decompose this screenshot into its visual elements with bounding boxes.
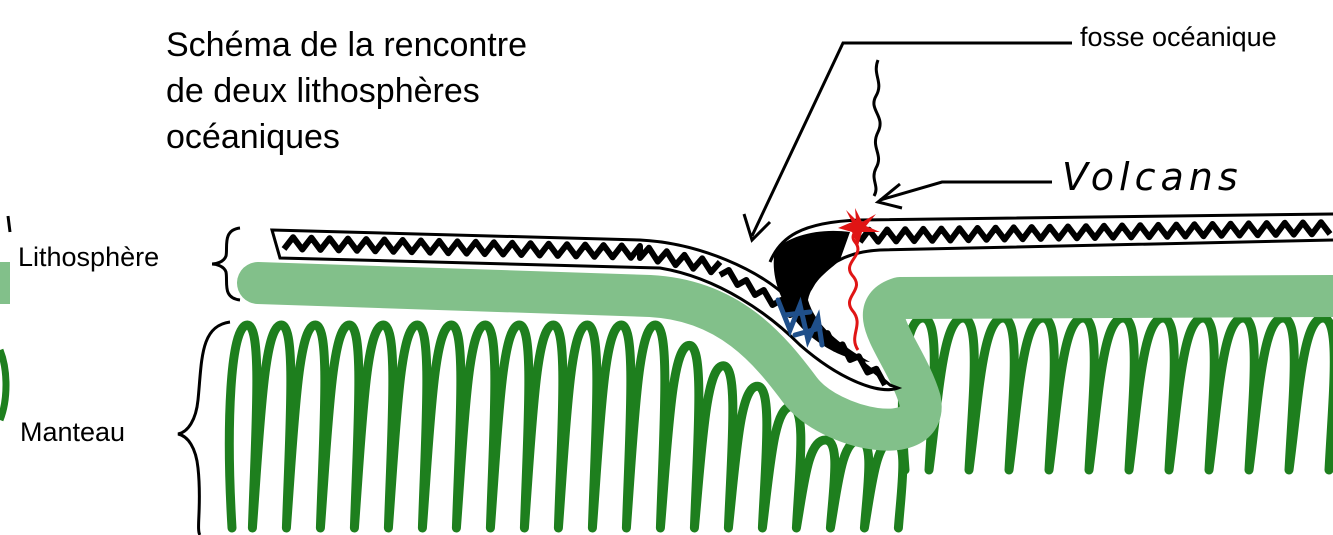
hydrated-zone [775,296,825,348]
volcano-pointer-arrowhead [874,182,903,210]
trench-wedge [773,230,870,362]
title-line-2: de deux lithosphères [166,72,480,110]
volcano-pointer-line [879,180,1052,202]
title-line-1: Schéma de la rencontre [166,26,527,64]
title-line-3: océaniques [166,118,340,156]
left-plate-outline [269,228,903,392]
label-fosse-oceanique: fosse océanique [1080,22,1277,52]
label-manteau: Manteau [20,417,125,447]
rising-vapour [872,59,882,197]
lithosphere-brace [211,226,241,302]
left-plate-crust [281,234,723,276]
manteau-brace [177,320,231,535]
label-volcans: Volcans [1062,155,1243,199]
mantle-edge-left [0,348,10,422]
label-lithosphere: Lithosphère [18,242,159,272]
lithosphere-band [237,262,1333,451]
mark-top-left [6,215,12,233]
volcano-icon [838,208,880,246]
lithosphere-band-edge-left [0,262,10,304]
mantle-scribble [224,320,908,533]
right-plate-crust [857,219,1333,245]
magma-ascent [848,219,861,351]
trench-pointer-line [750,41,1072,237]
trench-pointer-arrowhead [742,213,772,243]
mantle-scribble-right [897,313,1333,475]
